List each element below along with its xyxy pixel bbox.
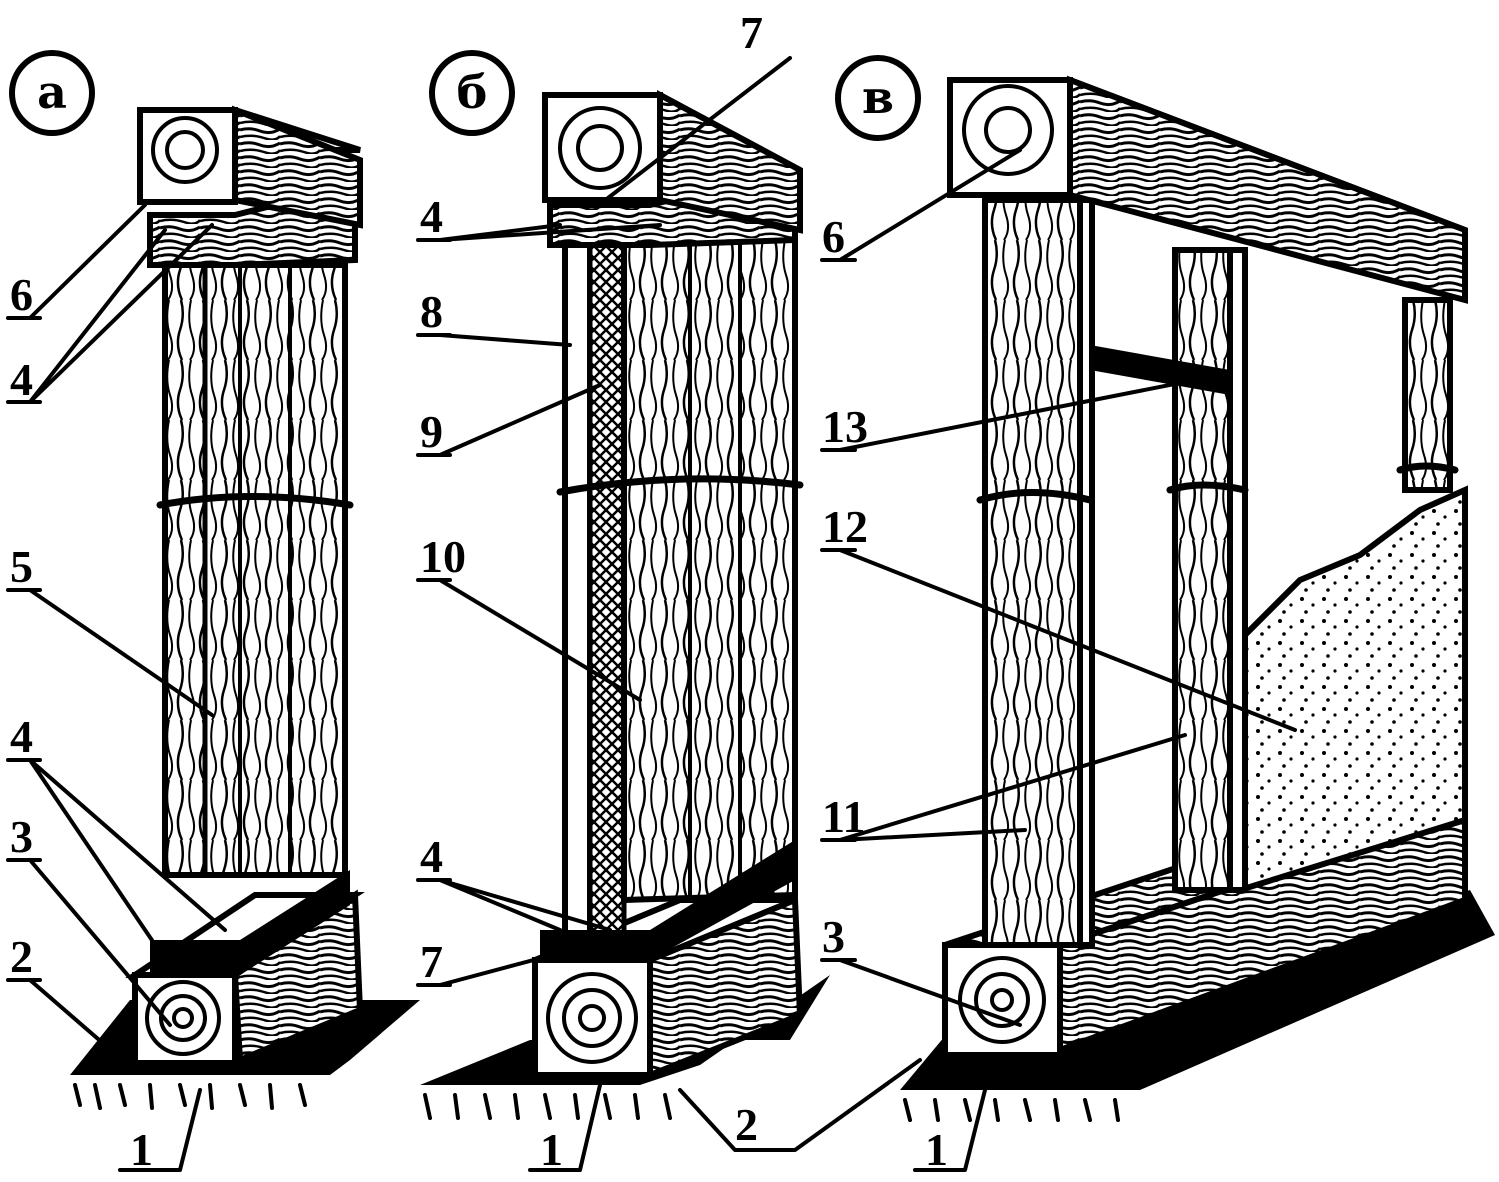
middle-stud-c (1172, 247, 1233, 893)
bottom-beam-c-end (942, 942, 1063, 1058)
variant-badge-b: б (429, 50, 515, 136)
callout-c-13: 13 (822, 401, 868, 452)
callout-b-7-top: 7 (740, 7, 763, 58)
callout-a-4-top: 4 (10, 354, 33, 405)
callout-a-3: 3 (10, 811, 33, 862)
variant-c-drawing (820, 75, 1495, 1172)
variant-letter-b: б (457, 65, 488, 119)
sheathing-panel-c (1237, 485, 1468, 895)
bottom-beam-b-end (532, 957, 653, 1078)
plank-wall-b (621, 226, 798, 904)
variant-letter-c: в (862, 70, 894, 124)
callout-a-6: 6 (10, 269, 33, 320)
insulation-mesh-b (587, 232, 627, 943)
bottom-board-a (150, 870, 350, 975)
callout-c-1: 1 (925, 1124, 948, 1175)
callout-b-10: 10 (420, 531, 466, 582)
crossbar-c (1090, 345, 1230, 395)
callout-b-2: 2 (735, 1099, 758, 1150)
callout-c-6: 6 (822, 211, 845, 262)
top-beam-a-end (137, 107, 238, 205)
variant-badge-c: в (835, 55, 921, 141)
callout-a-4-bottom: 4 (10, 711, 33, 762)
back-stud-c (1402, 297, 1453, 493)
callout-c-3: 3 (822, 911, 845, 962)
callout-c-12: 12 (822, 501, 868, 552)
ground-b (420, 975, 830, 1085)
callout-b-4-bottom: 4 (420, 831, 443, 882)
variant-b-drawing (416, 56, 922, 1172)
callout-a-2: 2 (10, 931, 33, 982)
callout-b-4-top: 4 (420, 191, 443, 242)
callout-a-1: 1 (130, 1124, 153, 1175)
inner-board-b (562, 232, 593, 943)
variant-letter-a: а (37, 65, 67, 119)
variant-badge-a: а (9, 50, 95, 136)
callout-b-9: 9 (420, 406, 443, 457)
callout-c-11: 11 (822, 791, 865, 842)
top-plate-c-side (1067, 75, 1468, 304)
variant-a-drawing (6, 105, 420, 1172)
plank-wall-a (162, 262, 348, 878)
top-beam-b-end (542, 92, 663, 203)
callout-b-8: 8 (420, 286, 443, 337)
callout-b-1: 1 (540, 1124, 563, 1175)
front-stud-c (982, 197, 1083, 948)
callout-b-7-bottom: 7 (420, 936, 443, 987)
callout-a-5: 5 (10, 541, 33, 592)
